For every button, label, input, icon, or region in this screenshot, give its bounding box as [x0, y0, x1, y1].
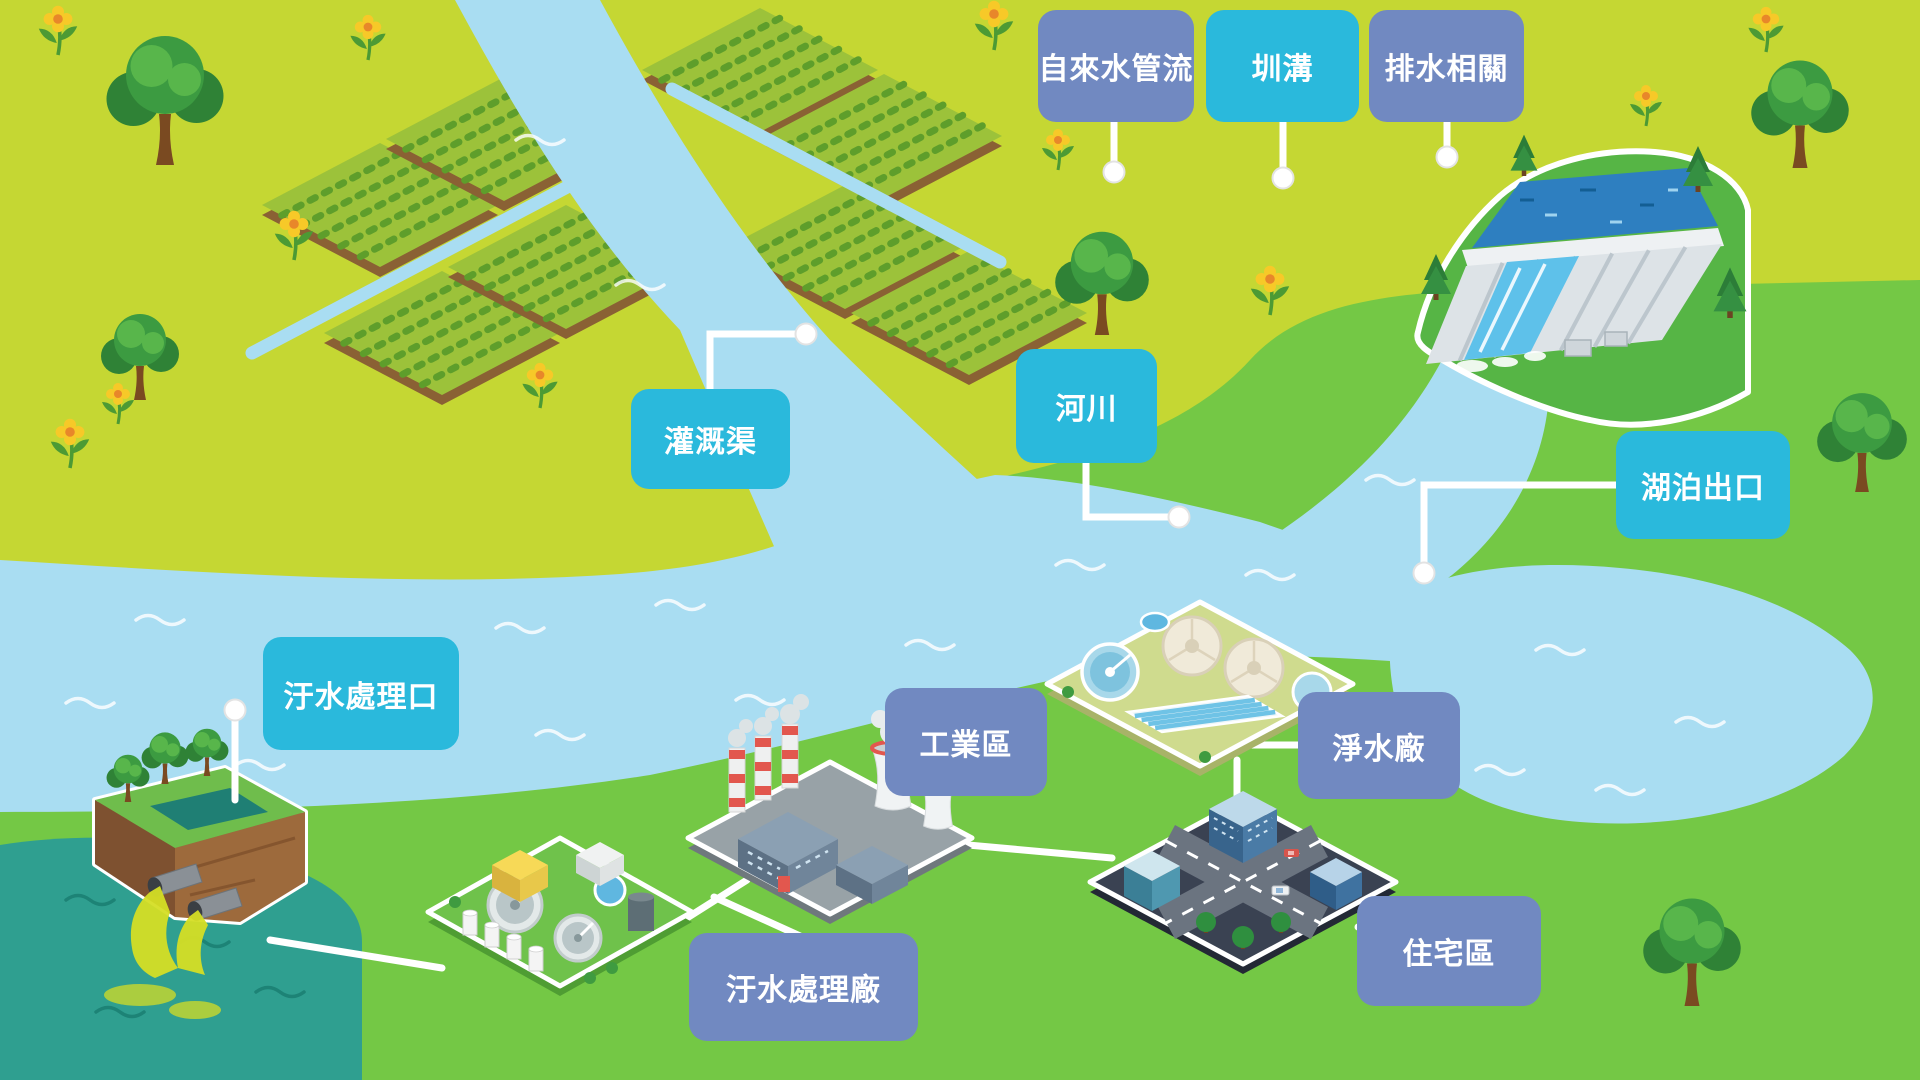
label-sewage-treatment-plant[interactable]: 汙水處理廠	[689, 933, 918, 1041]
plant-building	[576, 842, 624, 886]
plant-building	[492, 850, 548, 902]
label-text: 住宅區	[1402, 937, 1496, 972]
path-outfall-to-plant	[266, 936, 446, 972]
path-sewage-plant-label	[710, 893, 804, 940]
residential-area-illustration	[1087, 791, 1399, 974]
label-residential-area[interactable]: 住宅區	[1357, 896, 1541, 1006]
office-building	[1209, 791, 1277, 863]
label-text: 圳溝	[1251, 52, 1314, 87]
car	[1271, 885, 1290, 896]
label-text: 淨水廠	[1332, 731, 1426, 767]
connector-lake-outlet-line	[1420, 481, 1704, 571]
label-text: 工業區	[919, 728, 1013, 763]
connector-lake-outlet-dot	[1412, 561, 1436, 585]
smokestacks	[728, 694, 809, 813]
storage-cylinders	[462, 909, 544, 972]
label-ditch[interactable]: 圳溝	[1206, 10, 1359, 122]
lake	[1389, 565, 1873, 824]
connector-drainage-dot	[1435, 145, 1459, 169]
office-building	[1310, 858, 1362, 910]
label-text: 自來水管流	[1038, 52, 1194, 87]
label-sewage-outlet[interactable]: 汙水處理口	[263, 637, 459, 750]
label-tap-water-flow[interactable]: 自來水管流	[1038, 10, 1194, 122]
label-industrial-area[interactable]: 工業區	[885, 688, 1047, 796]
connector-river-dot	[1167, 505, 1191, 529]
label-text: 汙水處理廠	[726, 973, 881, 1008]
reservoir-water	[1472, 168, 1718, 248]
label-text: 灌溉渠	[664, 425, 757, 460]
factory-hall	[836, 846, 908, 904]
connector-irrigation-line	[706, 330, 804, 404]
dam-illustration	[1414, 134, 1751, 428]
label-text: 排水相關	[1384, 52, 1509, 87]
label-irrigation-channel[interactable]: 灌溉渠	[631, 389, 790, 489]
intake-pool	[1139, 611, 1171, 633]
upper-river	[455, 0, 1000, 560]
discharge-stream	[176, 910, 208, 975]
water-purification-plant-illustration	[1044, 599, 1356, 776]
label-lake-outlet[interactable]: 湖泊出口	[1616, 431, 1790, 539]
label-text: 湖泊出口	[1641, 471, 1765, 506]
irrigation-channel-line	[665, 82, 1007, 269]
path-factory-to-residential	[964, 841, 1116, 862]
connector-river-line	[1082, 451, 1177, 521]
connector-tap-water-flow-dot	[1102, 160, 1126, 184]
label-river[interactable]: 河川	[1016, 349, 1157, 463]
connector-sewage-outlet-dot	[223, 698, 247, 722]
sewage-outfall-illustration	[92, 728, 308, 1019]
dam-outflow-stream	[1258, 350, 1550, 614]
digester-tank	[628, 897, 654, 931]
sewage-treatment-plant-illustration	[425, 835, 695, 996]
label-drainage-related[interactable]: 排水相關	[1369, 10, 1524, 122]
factory-hall	[738, 812, 838, 894]
connector-ditch-dot	[1271, 166, 1295, 190]
discharge-stream	[130, 886, 178, 978]
office-building	[1124, 851, 1180, 911]
car	[1284, 849, 1299, 857]
label-water-purification-plant[interactable]: 淨水廠	[1298, 692, 1460, 799]
street-trees	[1196, 912, 1291, 949]
label-text: 汙水處理口	[283, 679, 439, 715]
connector-irrigation-dot	[794, 322, 818, 346]
label-text: 河川	[1055, 392, 1118, 427]
